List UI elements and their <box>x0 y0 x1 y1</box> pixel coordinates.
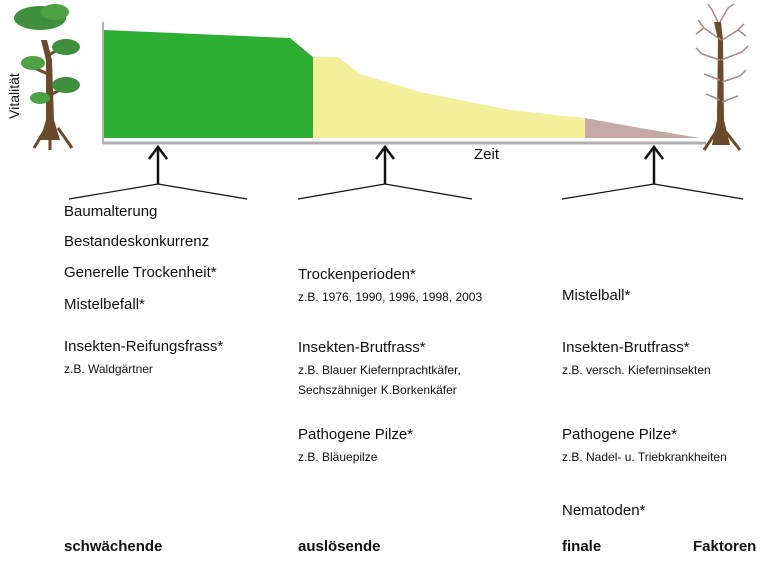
phase-final-area <box>585 118 700 138</box>
factor-label: Bestandeskonkurrenz <box>64 233 210 250</box>
factor-label: Generelle Trockenheit* <box>64 264 217 281</box>
bracket-weakening <box>68 183 248 200</box>
factor-example: z.B. Nadel- u. Triebkrankheiten <box>562 450 727 464</box>
bracket-triggering <box>297 183 473 200</box>
healthy-tree-icon <box>14 4 80 150</box>
bracket-final <box>561 183 744 200</box>
x-axis-label: Zeit <box>474 146 500 163</box>
factor-example: z.B. versch. Kieferninsekten <box>562 363 711 377</box>
arrow-up-icon <box>148 144 168 184</box>
phase-weakening-area <box>104 30 313 138</box>
category-factors: Faktoren <box>693 538 757 555</box>
factor-example: z.B. Bläuepilze <box>298 450 378 464</box>
factor-label: Mistelball* <box>562 287 631 304</box>
category-weakening: schwächende <box>64 538 163 555</box>
arrow-up-icon <box>375 144 395 184</box>
phase-triggering-area <box>313 57 585 138</box>
dead-tree-icon <box>695 3 749 151</box>
factor-label: Pathogene Pilze* <box>298 426 414 443</box>
factor-example: z.B. 1976, 1990, 1996, 1998, 2003 <box>298 290 483 304</box>
factor-label: Insekten-Brutfrass* <box>298 339 426 356</box>
factor-label: Insekten-Reifungsfrass* <box>64 338 224 355</box>
y-axis-label: Vitalität <box>6 73 22 119</box>
factor-example: z.B. Waldgärtner <box>64 362 153 376</box>
category-final: finale <box>562 538 602 555</box>
factor-label: Trockenperioden* <box>298 266 416 283</box>
factor-label: Insekten-Brutfrass* <box>562 339 690 356</box>
category-triggering: auslösende <box>298 538 381 555</box>
factor-label: Mistelbefall* <box>64 296 145 313</box>
factor-example: Sechszähniger K.Borkenkäfer <box>298 383 457 397</box>
factor-label: Pathogene Pilze* <box>562 426 678 443</box>
factor-example: z.B. Blauer Kiefernprachtkäfer, <box>298 363 461 377</box>
factor-label: Baumalterung <box>64 203 158 220</box>
arrow-up-icon <box>644 144 664 184</box>
factor-label: Nematoden* <box>562 502 646 519</box>
